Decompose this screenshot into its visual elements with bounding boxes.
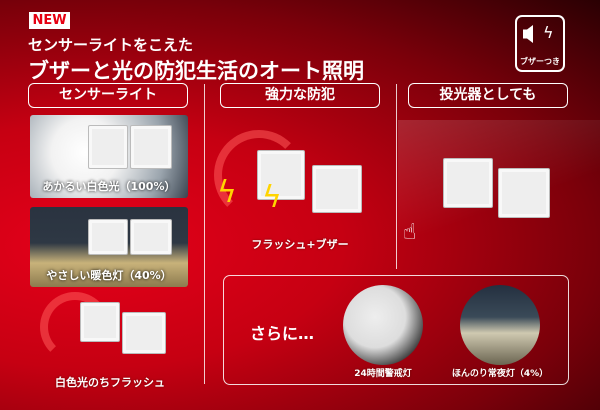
warm-light-image: やさしい暖色灯（40%）	[30, 207, 188, 287]
more-features-box	[223, 275, 569, 385]
flash-caption: 白色光のちフラッシュ	[55, 376, 165, 389]
more-heading: さらに…	[250, 324, 315, 343]
subtitle: センサーライトをこえた	[28, 36, 194, 54]
headline: ブザーと光の防犯生活のオート照明	[28, 59, 364, 83]
section-sensor-light: センサーライト	[28, 83, 188, 108]
security-caption: フラッシュ+ブザー	[251, 238, 349, 251]
night-light-image	[460, 285, 540, 365]
flash-image	[40, 292, 190, 372]
lightning-icon: ϟ	[543, 23, 554, 42]
hand-remote-icon: ☝	[403, 220, 417, 245]
lightning-icon: ϟ	[262, 180, 282, 215]
new-badge: NEW	[29, 12, 70, 29]
bright-white-image: あかるい白色光（100%）	[30, 115, 188, 198]
section-security: 強力な防犯	[220, 83, 380, 108]
night-light-caption: ほんのり常夜灯（4%）	[451, 369, 549, 379]
alert-light-image	[343, 285, 423, 365]
buzzer-badge: ϟ ブザーつき	[515, 15, 565, 72]
floodlight-image: ☝	[398, 120, 600, 255]
divider	[204, 84, 205, 384]
divider	[396, 84, 397, 269]
warm-caption: やさしい暖色灯（40%）	[46, 269, 172, 282]
bright-caption: あかるい白色光（100%）	[42, 180, 176, 193]
section-floodlight: 投光器としても	[408, 83, 568, 108]
lightning-icon: ϟ	[217, 175, 237, 210]
flash-buzzer-image: ϟ ϟ	[212, 125, 382, 240]
alert-light-caption: 24時間警戒灯	[354, 369, 412, 379]
buzzer-label: ブザーつき	[520, 57, 560, 66]
speaker-icon	[523, 25, 533, 43]
